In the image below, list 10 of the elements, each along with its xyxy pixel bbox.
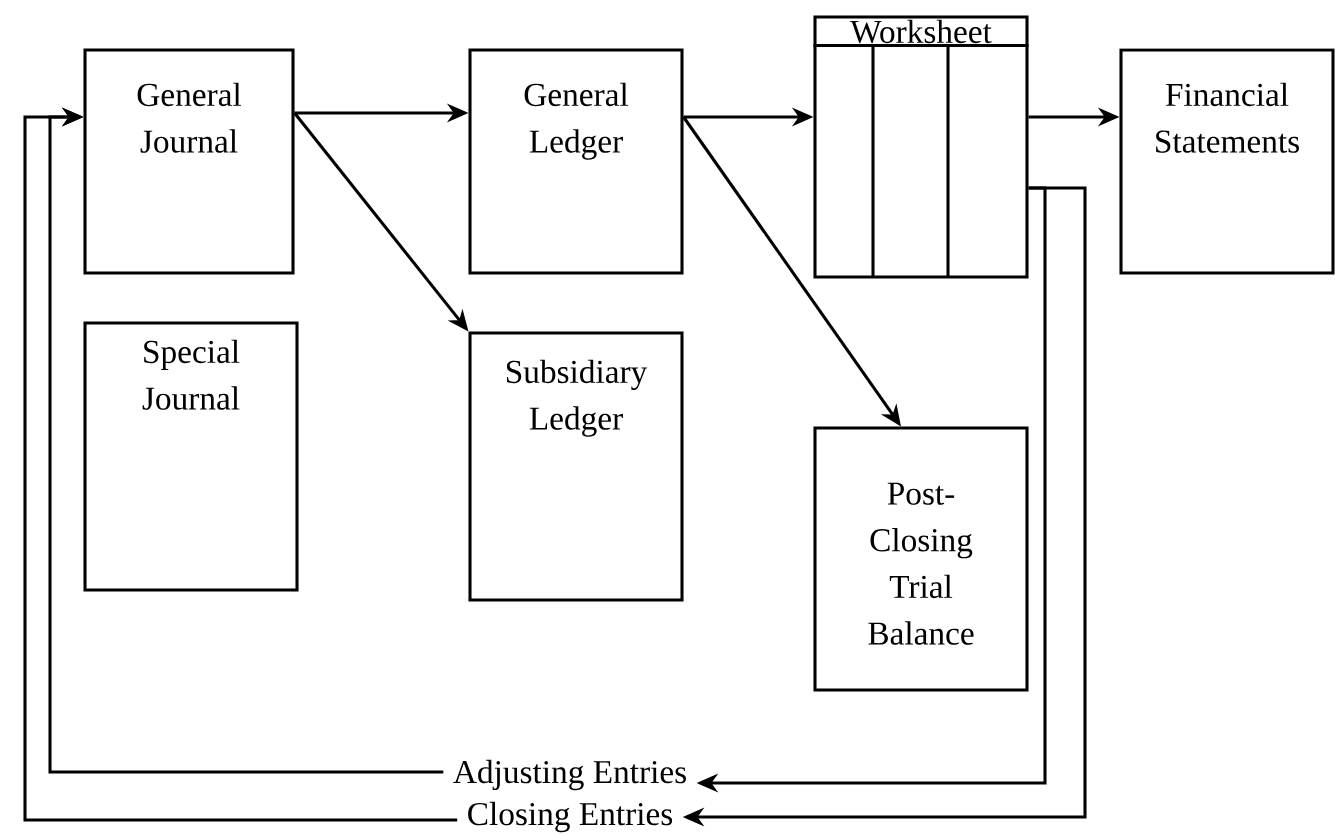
arrow bbox=[23, 107, 458, 822]
entry-label: Adjusting Entries bbox=[453, 759, 686, 791]
process-box: Subsidiary Ledger bbox=[468, 331, 684, 602]
process-box: General Ledger bbox=[468, 48, 684, 275]
process-box: General Journal bbox=[83, 48, 295, 275]
worksheet-box: Worksheet bbox=[813, 15, 1029, 279]
process-box: Financial Statements bbox=[1119, 48, 1335, 275]
entry-label: Closing Entries bbox=[468, 801, 673, 833]
process-box: Special Journal bbox=[83, 321, 299, 592]
process-box: Post-Closing Trial Balance bbox=[813, 426, 1029, 692]
